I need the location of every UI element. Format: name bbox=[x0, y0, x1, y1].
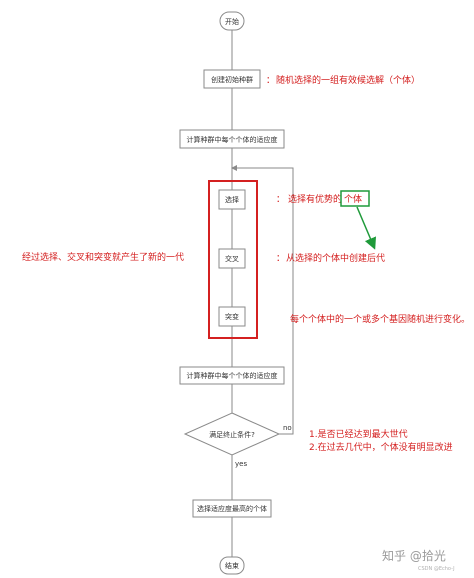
individual-highlight-box bbox=[340, 190, 370, 207]
compute-fitness-label-2: 计算种群中每个个体的适应度 bbox=[187, 371, 278, 380]
crossover-node-label: 交叉 bbox=[225, 254, 239, 263]
select-node bbox=[218, 189, 246, 210]
no-branch-label: no bbox=[283, 424, 292, 432]
init-note-colon: ： bbox=[266, 76, 275, 86]
crossover-note: 从选择的个体中创建后代 bbox=[286, 252, 385, 264]
compute-fitness-label-1: 计算种群中每个个体的适应度 bbox=[187, 135, 278, 144]
select-note-prefix: 选择有优势的 bbox=[288, 193, 342, 205]
stop-condition-decision bbox=[183, 412, 281, 456]
end-node bbox=[219, 556, 245, 575]
genetic-operators-frame bbox=[208, 180, 258, 339]
stop-note-1: 1.是否已经达到最大世代 bbox=[309, 428, 408, 440]
mutate-node bbox=[218, 306, 246, 327]
start-node-label: 开始 bbox=[225, 17, 239, 26]
crossover-note-colon: ： bbox=[276, 254, 285, 264]
stop-condition-label: 满足终止条件? bbox=[209, 430, 255, 439]
compute-fitness-node-1 bbox=[179, 129, 285, 149]
init-note: 随机选择的一组有效候选解（个体） bbox=[276, 74, 420, 86]
select-best-node bbox=[192, 499, 272, 518]
compute-fitness-node-2 bbox=[179, 366, 285, 385]
connector-no-loop bbox=[231, 165, 294, 435]
select-note-highlight: 个体 bbox=[344, 193, 362, 205]
mutate-node-label: 突变 bbox=[225, 312, 239, 321]
init-population-node bbox=[203, 69, 261, 89]
yes-branch-label: yes bbox=[235, 460, 247, 468]
end-node-label: 结束 bbox=[225, 561, 239, 570]
init-population-label: 创建初始种群 bbox=[211, 75, 253, 84]
highlight-arrow bbox=[356, 206, 377, 250]
select-note-colon: ： bbox=[276, 195, 285, 205]
csdn-watermark: CSDN @Echo-J bbox=[418, 566, 455, 572]
select-node-label: 选择 bbox=[225, 195, 239, 204]
mutate-note: 每个个体中的一个或多个基因随机进行变化。 bbox=[290, 313, 470, 325]
left-generation-note: 经过选择、交叉和突变就产生了新的一代 bbox=[22, 251, 184, 263]
zhihu-watermark: 知乎 @拾光 bbox=[382, 548, 446, 563]
stop-note-2: 2.在过去几代中，个体没有明显改进 bbox=[309, 441, 453, 453]
crossover-node bbox=[218, 248, 246, 269]
select-best-label: 选择适应度最高的个体 bbox=[197, 504, 267, 513]
start-node bbox=[219, 11, 245, 31]
